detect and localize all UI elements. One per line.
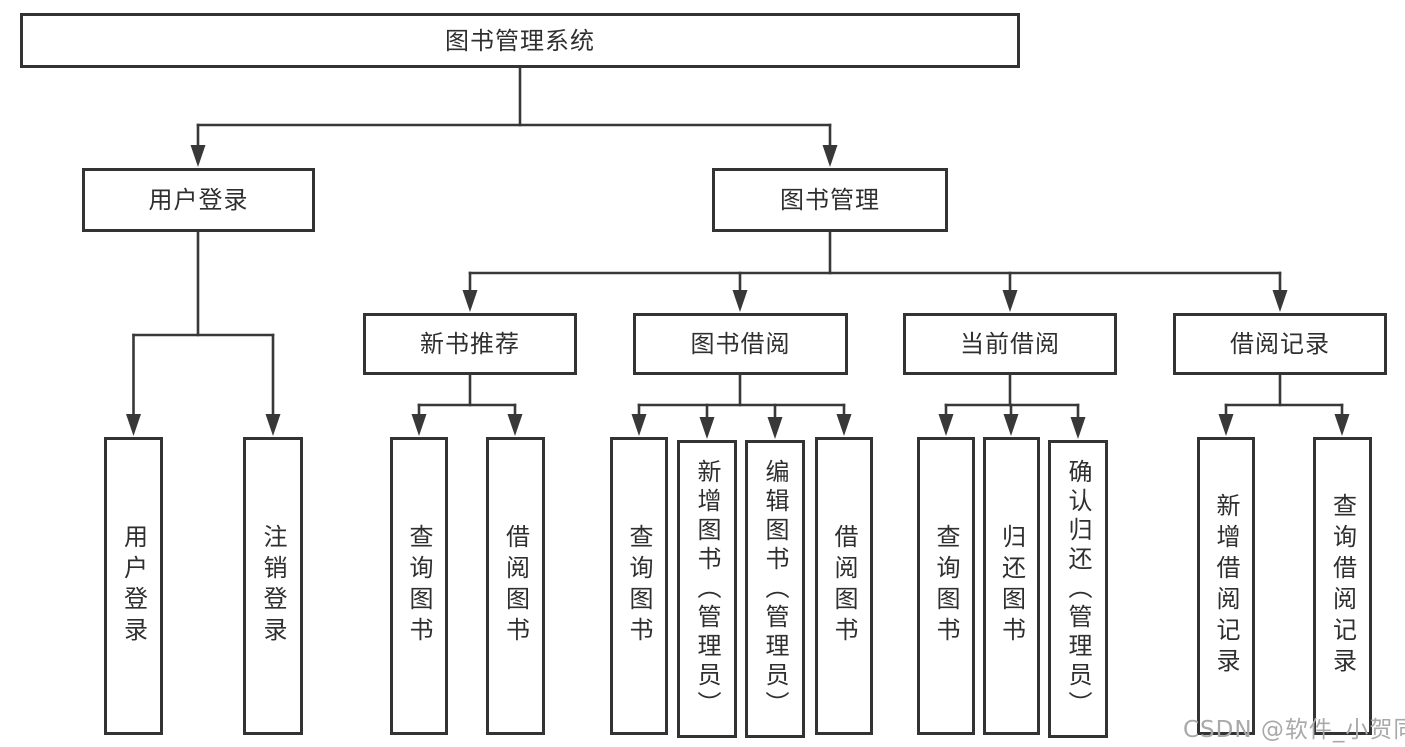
arrowhead-icon <box>836 414 852 436</box>
arrowhead-icon <box>1272 290 1288 312</box>
leaf-edit-book-admin: 编辑图书（管理员） <box>745 440 805 738</box>
arrowhead-icon <box>1334 414 1350 436</box>
node-book-borrow: 图书借阅 <box>633 313 848 375</box>
leaf-confirm-return-admin: 确认归还（管理员） <box>1048 440 1108 738</box>
arrowhead-icon <box>411 414 427 436</box>
arrowhead-icon <box>822 145 838 167</box>
leaf-add-borrow-record: 新增借阅记录 <box>1197 437 1255 735</box>
arrowhead-icon <box>507 414 523 436</box>
arrowhead-icon <box>631 414 647 436</box>
arrowhead-icon <box>938 414 954 436</box>
arrowhead-icon <box>732 290 748 312</box>
arrowhead-icon <box>767 417 783 439</box>
arrowhead-icon <box>1003 414 1019 436</box>
leaf-query-book-borrow: 查询图书 <box>610 437 668 735</box>
node-new-book-recommend: 新书推荐 <box>363 313 577 375</box>
arrowhead-icon <box>1070 417 1086 439</box>
arrowhead-icon <box>462 290 478 312</box>
watermark-text: CSDN @软件_小贺同学 <box>1183 717 1405 743</box>
arrowhead-icon <box>1218 414 1234 436</box>
arrowhead-icon <box>1002 290 1018 312</box>
leaf-borrow-book: 借阅图书 <box>815 437 873 735</box>
leaf-logout: 注销登录 <box>243 437 303 735</box>
leaf-add-book-admin: 新增图书（管理员） <box>677 440 737 738</box>
leaf-query-book-recommend: 查询图书 <box>390 437 448 735</box>
arrowhead-icon <box>190 145 206 167</box>
arrowhead-icon <box>699 417 715 439</box>
leaf-query-borrow-record: 查询借阅记录 <box>1313 437 1372 735</box>
node-borrow-record: 借阅记录 <box>1173 313 1387 375</box>
node-root: 图书管理系统 <box>20 13 1020 68</box>
arrowhead-icon <box>126 414 141 436</box>
leaf-borrow-book-recommend: 借阅图书 <box>486 437 545 735</box>
node-user-login: 用户登录 <box>82 168 315 232</box>
node-book-management: 图书管理 <box>712 168 948 232</box>
arrowhead-icon <box>265 414 281 436</box>
node-current-borrow: 当前借阅 <box>903 313 1117 375</box>
leaf-user-login: 用户登录 <box>104 437 163 735</box>
leaf-return-book: 归还图书 <box>983 437 1040 735</box>
leaf-query-book-current: 查询图书 <box>917 437 975 735</box>
